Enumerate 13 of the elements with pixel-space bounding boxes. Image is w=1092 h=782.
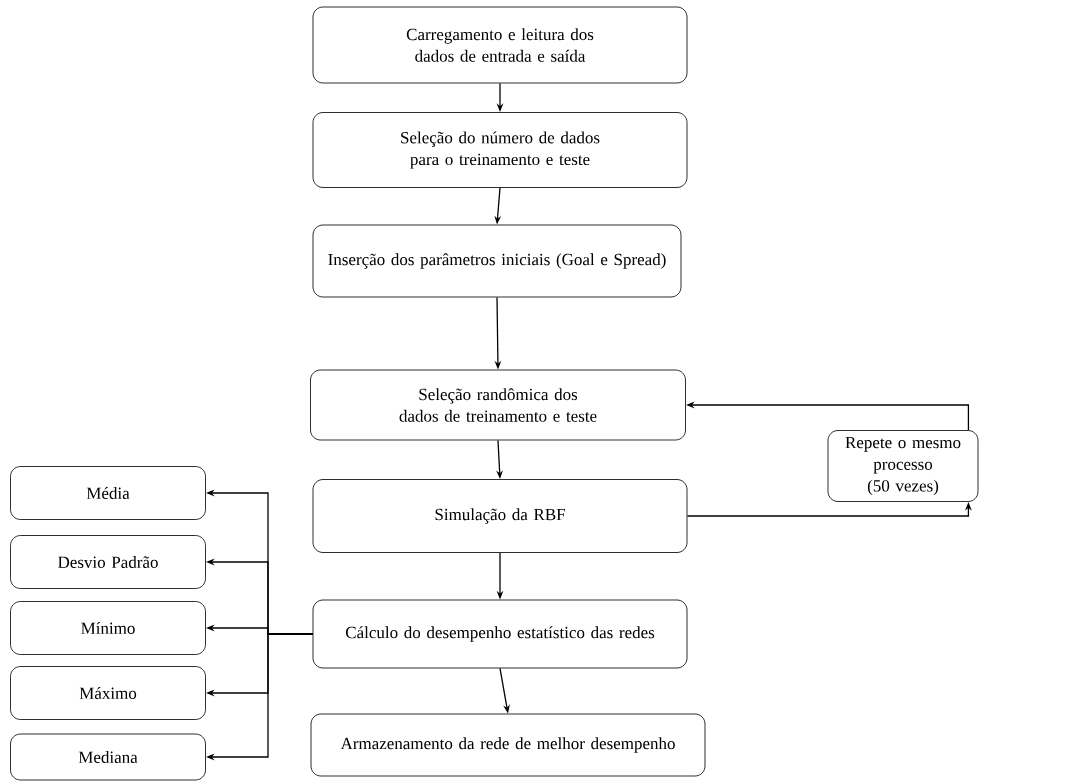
process-box: Inserção dos parâmetros iniciais (Goal e Spread): [312, 224, 682, 298]
process-box: Desvio Padrão: [10, 535, 206, 589]
process-box: Mínimo: [10, 601, 206, 655]
process-box: Armazenamento da rede de melhor desempenho: [310, 713, 706, 777]
process-box: Carregamento e leitura dos dados de entrada e saída: [312, 6, 688, 84]
process-box: Seleção do número de dados para o treinamento e teste: [312, 112, 688, 188]
process-box: Máximo: [10, 666, 206, 720]
process-box: Seleção randômica dos dados de treinamento e teste: [310, 369, 686, 441]
process-box: Média: [10, 466, 206, 520]
process-box: Simulação da RBF: [312, 479, 688, 553]
process-box: Mediana: [10, 733, 206, 781]
process-box: Cálculo do desempenho estatístico das redes: [312, 599, 688, 669]
process-box: Repete o mesmo processo (50 vezes): [827, 430, 979, 502]
